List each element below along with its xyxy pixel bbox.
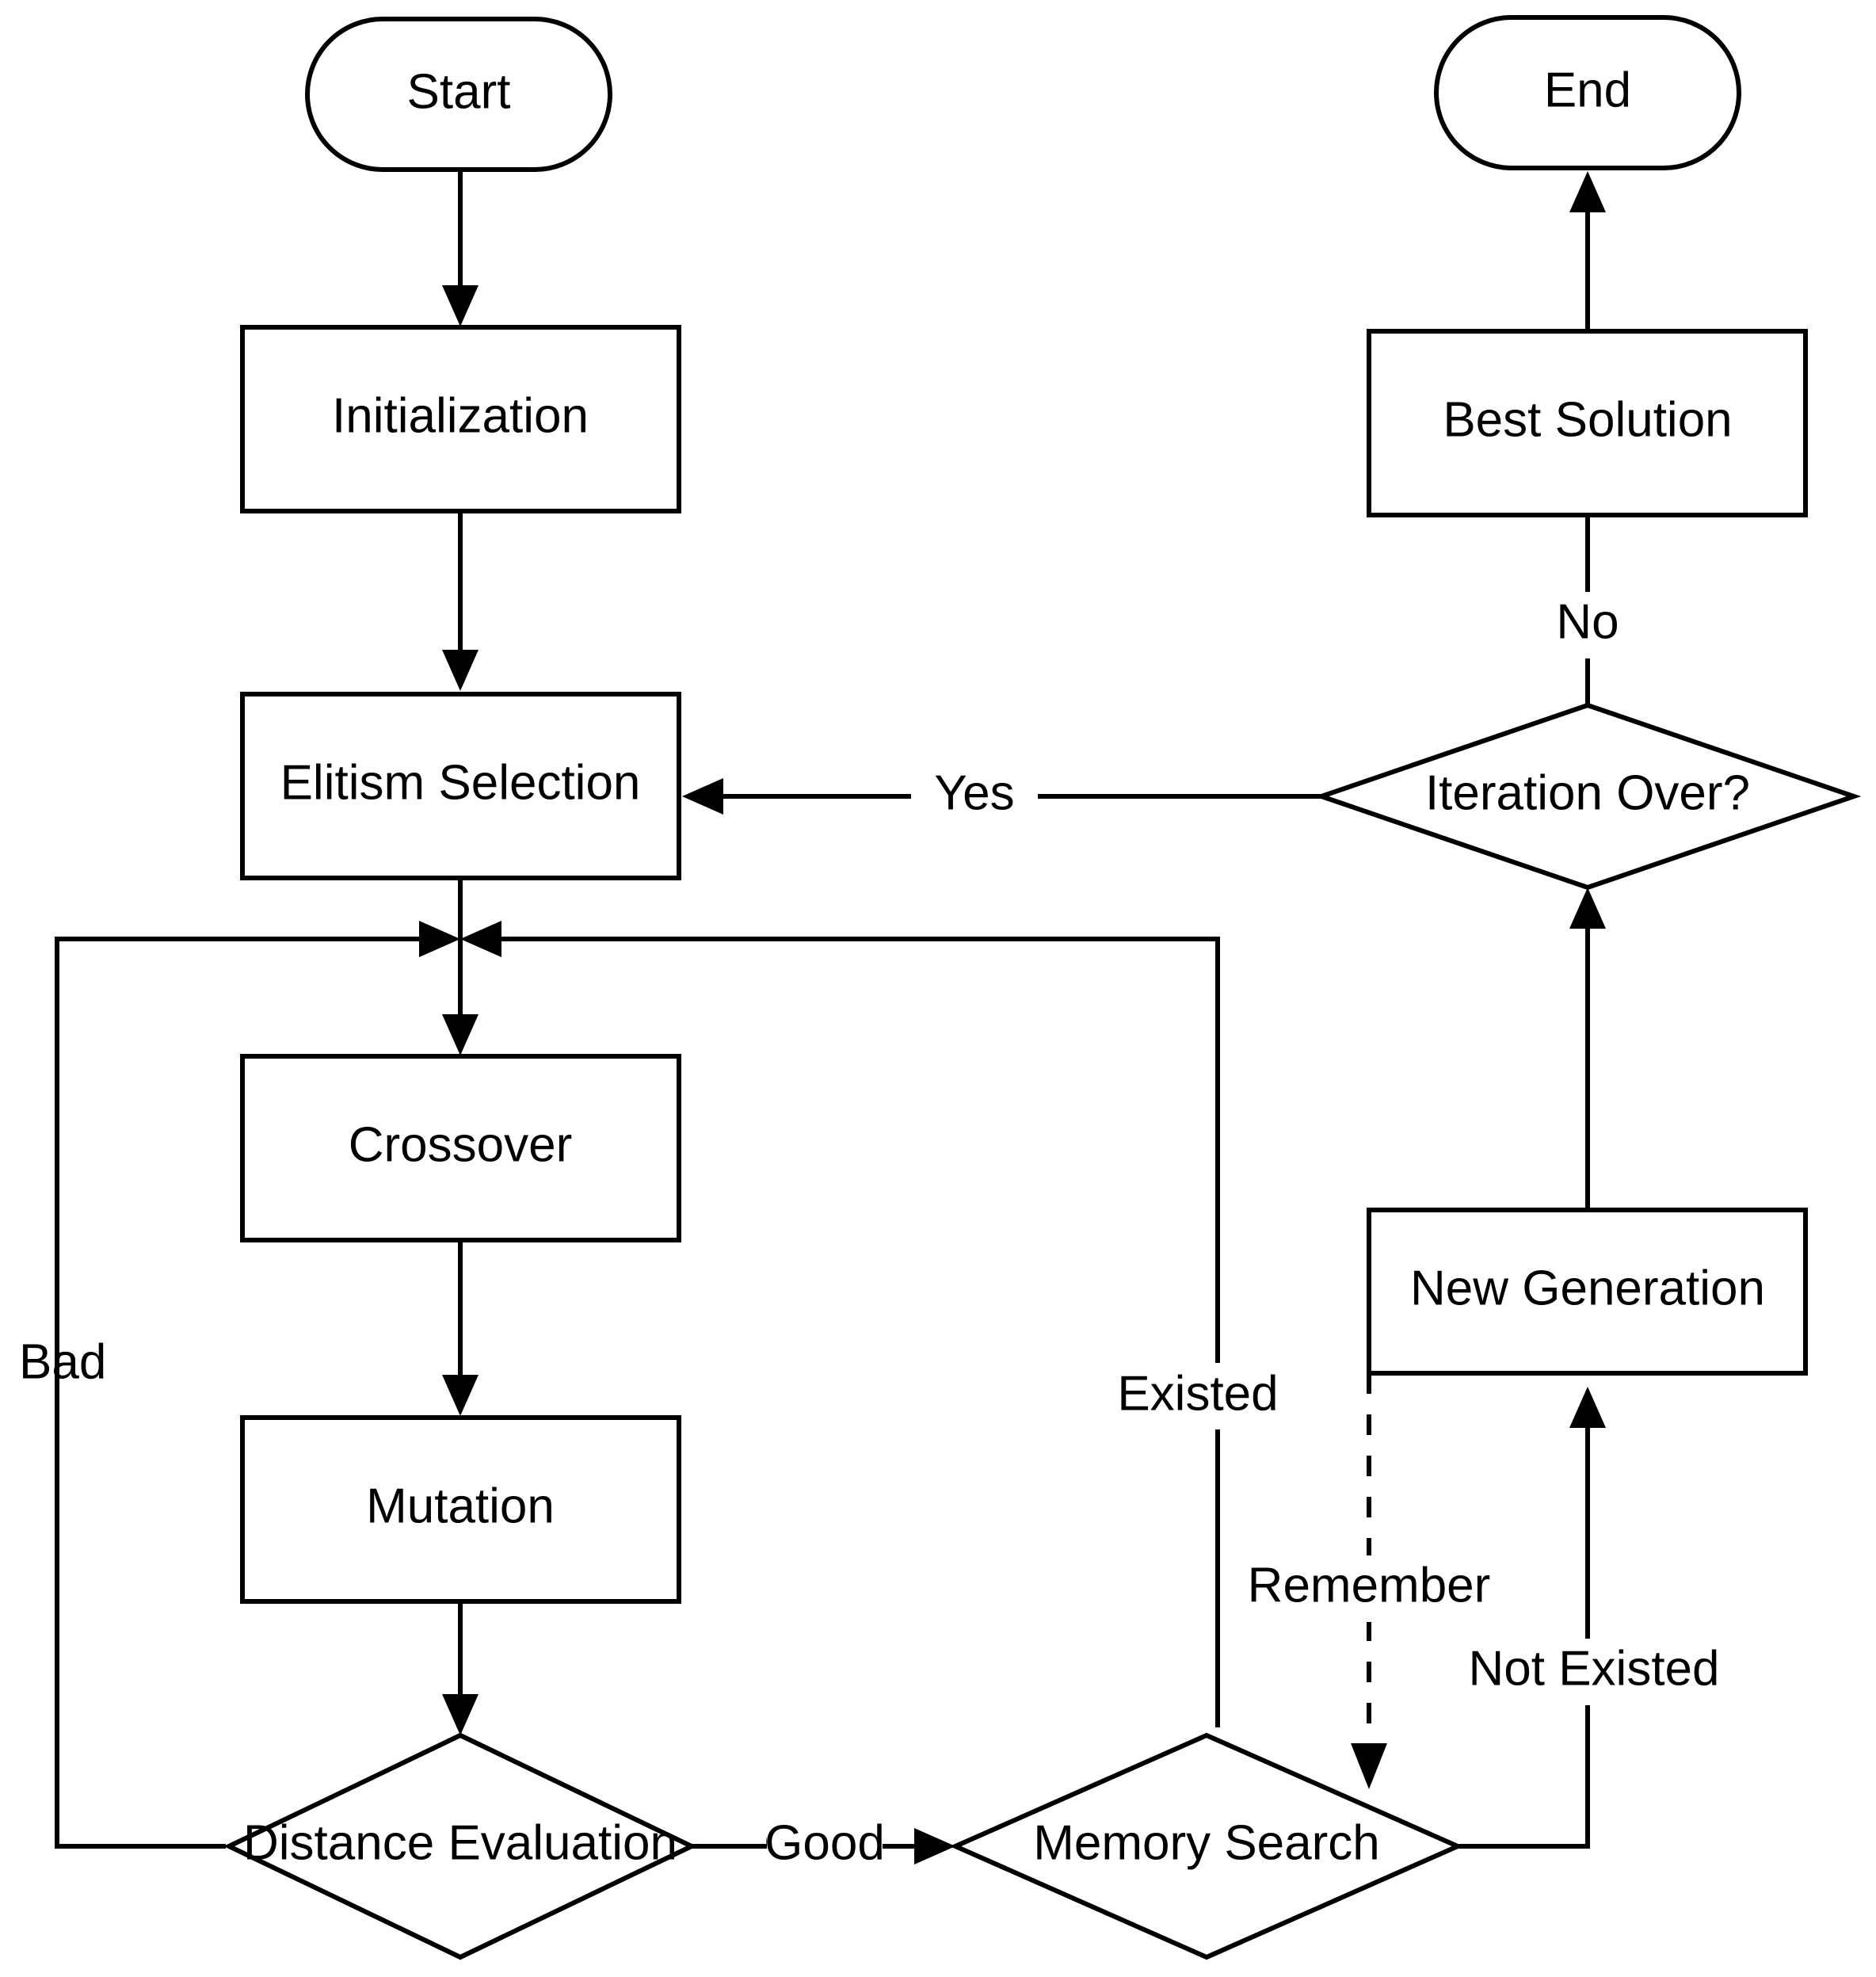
edge-label-bad: Bad	[19, 1334, 106, 1389]
node-iteration-over[interactable]: Iteration Over?	[1314, 702, 1862, 891]
edge-label-not-existed: Not Existed	[1468, 1641, 1719, 1696]
edge-label-existed-backdrop	[1134, 1363, 1328, 1429]
edge-newgen-to-iteration	[1569, 887, 1606, 1210]
node-best-solution[interactable]: Best Solution	[1367, 329, 1808, 517]
edge-crossover-to-mutation	[442, 1240, 479, 1416]
edge-label-yes-backdrop	[911, 763, 1038, 830]
node-start[interactable]: Start	[305, 17, 612, 172]
node-new-generation-label: New Generation	[1410, 1261, 1765, 1315]
node-crossover-label: Crossover	[349, 1117, 573, 1172]
node-best-solution-label: Best Solution	[1443, 392, 1732, 447]
node-start-label: Start	[407, 64, 511, 119]
edge-distance-bad-to-crossover	[55, 921, 460, 1849]
edge-label-not-existed-backdrop	[1434, 1639, 1760, 1705]
edge-label-remember-backdrop	[1226, 1555, 1512, 1622]
node-distance-evaluation[interactable]: Distance Evaluation	[223, 1732, 697, 1960]
node-iteration-over-label: Iteration Over?	[1425, 765, 1750, 820]
edge-newgen-remember-to-memory	[1351, 1373, 1387, 1789]
edge-iteration-yes-to-elitism	[682, 778, 1415, 815]
node-mutation[interactable]: Mutation	[240, 1415, 681, 1604]
edge-label-remember: Remember	[1248, 1558, 1491, 1613]
node-new-generation[interactable]: New Generation	[1367, 1208, 1808, 1376]
edge-memory-existed-to-crossover	[460, 921, 1220, 1727]
edge-label-good-text: Good	[765, 1815, 885, 1870]
node-memory-search-label: Memory Search	[1033, 1815, 1380, 1870]
node-memory-search[interactable]: Memory Search	[949, 1732, 1464, 1960]
node-end-label: End	[1544, 63, 1631, 117]
edge-memory-not-existed-to-newgen	[1458, 1387, 1606, 1849]
node-mutation-label: Mutation	[366, 1479, 555, 1533]
edge-mutation-to-distance	[442, 1599, 479, 1735]
edge-initialization-to-elitism	[442, 511, 479, 691]
node-distance-evaluation-label: Distance Evaluation	[243, 1815, 677, 1870]
node-initialization-label: Initialization	[332, 388, 589, 443]
node-initialization[interactable]: Initialization	[240, 325, 681, 513]
node-elitism-selection-label: Elitism Selection	[280, 755, 641, 810]
node-crossover[interactable]: Crossover	[240, 1054, 681, 1242]
edge-label-existed: Existed	[1117, 1366, 1278, 1421]
edge-elitism-to-crossover	[442, 878, 479, 1055]
edge-label-no: No	[1556, 594, 1619, 649]
edge-label-yes: Yes	[934, 765, 1014, 820]
edge-label-no-backdrop	[1527, 592, 1648, 658]
edge-start-to-initialization	[442, 169, 479, 326]
edge-label-good-backdrop	[767, 1816, 883, 1878]
node-end[interactable]: End	[1434, 15, 1741, 170]
node-elitism-selection[interactable]: Elitism Selection	[240, 692, 681, 880]
